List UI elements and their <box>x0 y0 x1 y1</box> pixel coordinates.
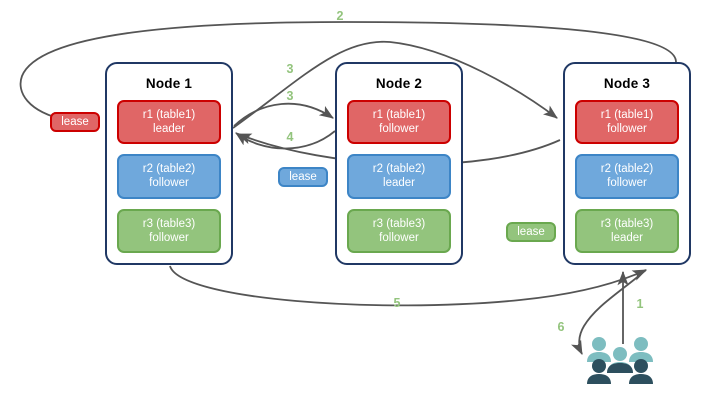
users-group-icon <box>587 337 653 384</box>
replica-r2[interactable]: r2 (table2) follower <box>117 154 221 199</box>
replica-role: leader <box>153 123 185 136</box>
replica-role: follower <box>149 231 189 244</box>
step-label-1: 1 <box>636 297 644 311</box>
replica-role: follower <box>379 123 419 136</box>
node-card-2[interactable]: Node 2 r1 (table1) follower r2 (table2) … <box>335 62 463 265</box>
lease-label: lease <box>289 171 317 183</box>
replica-role: leader <box>383 177 415 190</box>
lease-label: lease <box>61 116 89 128</box>
arrow-step-3-to-node2 <box>233 102 334 127</box>
replica-role: follower <box>379 231 419 244</box>
replica-r3[interactable]: r3 (table3) follower <box>117 208 221 253</box>
node-title: Node 1 <box>145 76 193 91</box>
step-label-4: 4 <box>286 130 294 144</box>
replica-role: follower <box>149 177 189 190</box>
replica-role: leader <box>611 231 643 244</box>
node-title: Node 3 <box>603 76 651 91</box>
step-label-5: 5 <box>393 296 401 310</box>
replica-r1[interactable]: r1 (table1) leader <box>117 100 221 145</box>
replica-name: r2 (table2) <box>600 163 654 176</box>
replica-r3[interactable]: r3 (table3) follower <box>347 208 451 253</box>
step-label-3a: 3 <box>286 62 294 76</box>
step-label-2: 2 <box>336 9 344 23</box>
replica-name: r1 (table1) <box>372 109 426 122</box>
arrow-step-5 <box>169 265 647 307</box>
lease-badge-red[interactable]: lease <box>50 112 100 132</box>
node-title: Node 2 <box>375 76 423 91</box>
replica-r3[interactable]: r3 (table3) leader <box>575 208 679 253</box>
replica-name: r2 (table2) <box>142 163 196 176</box>
replica-name: r3 (table3) <box>142 217 196 230</box>
node-card-3[interactable]: Node 3 r1 (table1) follower r2 (table2) … <box>563 62 691 265</box>
replica-role: follower <box>607 177 647 190</box>
replica-r2[interactable]: r2 (table2) follower <box>575 154 679 199</box>
lease-badge-blue[interactable]: lease <box>278 167 328 187</box>
replica-role: follower <box>607 123 647 136</box>
step-label-6: 6 <box>557 320 565 334</box>
replica-name: r1 (table1) <box>142 109 196 122</box>
replica-name: r3 (table3) <box>372 217 426 230</box>
replica-r1[interactable]: r1 (table1) follower <box>575 100 679 145</box>
replica-r2[interactable]: r2 (table2) leader <box>347 154 451 199</box>
step-label-3b: 3 <box>286 89 294 103</box>
replica-name: r3 (table3) <box>600 217 654 230</box>
replica-name: r2 (table2) <box>372 163 426 176</box>
lease-label: lease <box>517 226 545 238</box>
replica-name: r1 (table1) <box>600 109 654 122</box>
lease-badge-green[interactable]: lease <box>506 222 556 242</box>
replica-r1[interactable]: r1 (table1) follower <box>347 100 451 145</box>
node-card-1[interactable]: Node 1 r1 (table1) leader r2 (table2) fo… <box>105 62 233 265</box>
